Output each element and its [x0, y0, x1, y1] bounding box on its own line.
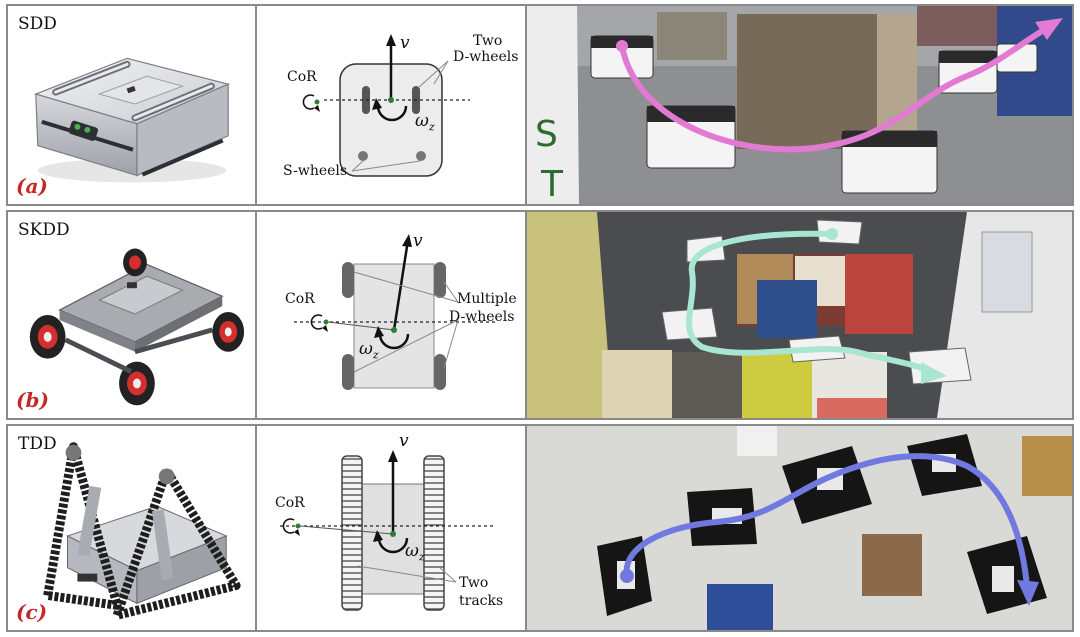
skdd-kinematic-diagram: v ωz CoR Multiple D-wheels [257, 212, 527, 418]
cor-label: CoR [275, 495, 305, 511]
sdd-photo-scene: S T [527, 6, 1072, 204]
trajectory-arrow-icon [619, 25, 1050, 153]
drive-wheel [342, 354, 354, 390]
trajectory-arrow-icon [623, 453, 1030, 589]
velocity-arrow-icon [392, 239, 410, 331]
drive-wheel [434, 262, 446, 298]
panel-label: (c) [16, 600, 48, 624]
track-left [341, 455, 363, 611]
trajectory-arrow-icon [686, 230, 930, 373]
wheels-label-line2: tracks [459, 593, 504, 609]
tdd-robot-cell: TDD (c) [8, 426, 257, 630]
skdd-photo-scene [527, 212, 1072, 418]
wheel-icon [29, 315, 66, 359]
cor-label: CoR [285, 291, 315, 307]
track-icon [43, 442, 122, 610]
sdd-robot-cell: SDD (a) [8, 6, 257, 204]
robot-name: SDD [18, 14, 57, 34]
row-tdd: TDD (c) [6, 424, 1074, 632]
drive-wheel [434, 354, 446, 390]
robot-name: SKDD [18, 220, 70, 240]
velocity-label: v [413, 231, 423, 251]
tdd-photo-scene [527, 426, 1072, 630]
cor-label: CoR [287, 69, 317, 85]
drive-wheel [342, 262, 354, 298]
row-skdd: SKDD (b) [6, 210, 1074, 420]
panel-label: (a) [16, 174, 48, 198]
tdd-diagram-drawing [280, 450, 494, 611]
velocity-label: v [399, 431, 409, 451]
row-sdd: SDD (a) [6, 4, 1074, 206]
wheels-label-line1: Two [473, 33, 503, 49]
panel-label: (b) [16, 388, 49, 412]
skdd-robot-render [29, 248, 245, 406]
robot-name: TDD [18, 434, 57, 454]
wheels-label-line1: Two [459, 575, 489, 591]
support-wheels-label: S-wheels [283, 163, 348, 179]
support-wheel-right [416, 151, 426, 161]
track-icon [112, 466, 241, 620]
omega-label: ωz [405, 541, 425, 564]
skdd-robot-cell: SKDD (b) [8, 212, 257, 418]
svg-text:T: T [540, 164, 564, 204]
tdd-robot-render [43, 442, 241, 620]
wheels-label-line1: Multiple [457, 291, 517, 307]
omega-label: ωz [359, 339, 379, 362]
sdd-diagram-drawing [302, 34, 470, 177]
rotation-arrow-icon [378, 333, 410, 350]
velocity-label: v [400, 33, 410, 53]
wheels-label-line2: D-wheels [453, 49, 519, 65]
omega-label: ωz [415, 111, 435, 134]
wheels-label-line2: D-wheels [449, 309, 515, 325]
cor-rotation-icon [302, 94, 315, 110]
cor-rotation-icon [310, 314, 323, 330]
rotation-arrow-icon [377, 537, 409, 554]
support-wheel-left [358, 151, 368, 161]
svg-text:S: S [535, 114, 558, 155]
sdd-trajectory-photo: S T [527, 6, 1072, 204]
skdd-trajectory-photo [527, 212, 1072, 418]
track-right [423, 455, 445, 611]
sdd-kinematic-diagram: v ωz CoR Two D-wheels S-wheels [257, 6, 527, 204]
tdd-trajectory-photo [527, 426, 1072, 630]
sdd-robot-render [33, 57, 231, 183]
cor-rotation-icon [282, 518, 295, 534]
tdd-kinematic-diagram: v ωz CoR Two tracks [257, 426, 527, 630]
skdd-diagram-drawing [294, 234, 496, 390]
rotation-arrow-icon [376, 105, 408, 122]
